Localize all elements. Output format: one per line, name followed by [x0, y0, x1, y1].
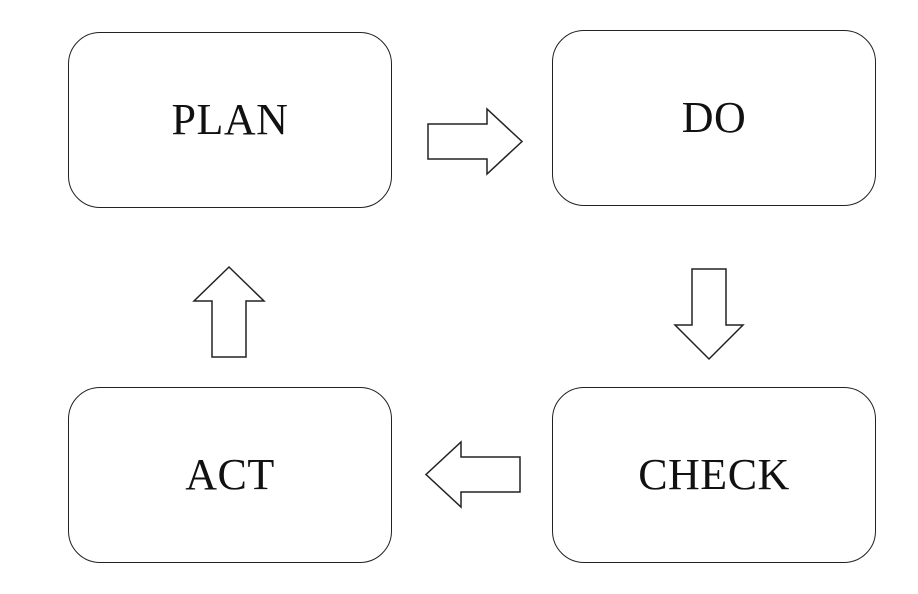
act-label: ACT: [185, 450, 275, 499]
arrow-right-icon: [427, 107, 524, 176]
arrow-up-icon: [192, 265, 266, 358]
plan-box: PLAN: [68, 32, 392, 208]
check-box: CHECK: [552, 387, 876, 563]
act-box: ACT: [68, 387, 392, 563]
do-box: DO: [552, 30, 876, 206]
do-label: DO: [681, 93, 747, 142]
arrow-down-icon: [673, 268, 745, 361]
arrow-left-icon: [424, 440, 521, 509]
check-label: CHECK: [638, 450, 790, 499]
plan-label: PLAN: [171, 95, 289, 144]
